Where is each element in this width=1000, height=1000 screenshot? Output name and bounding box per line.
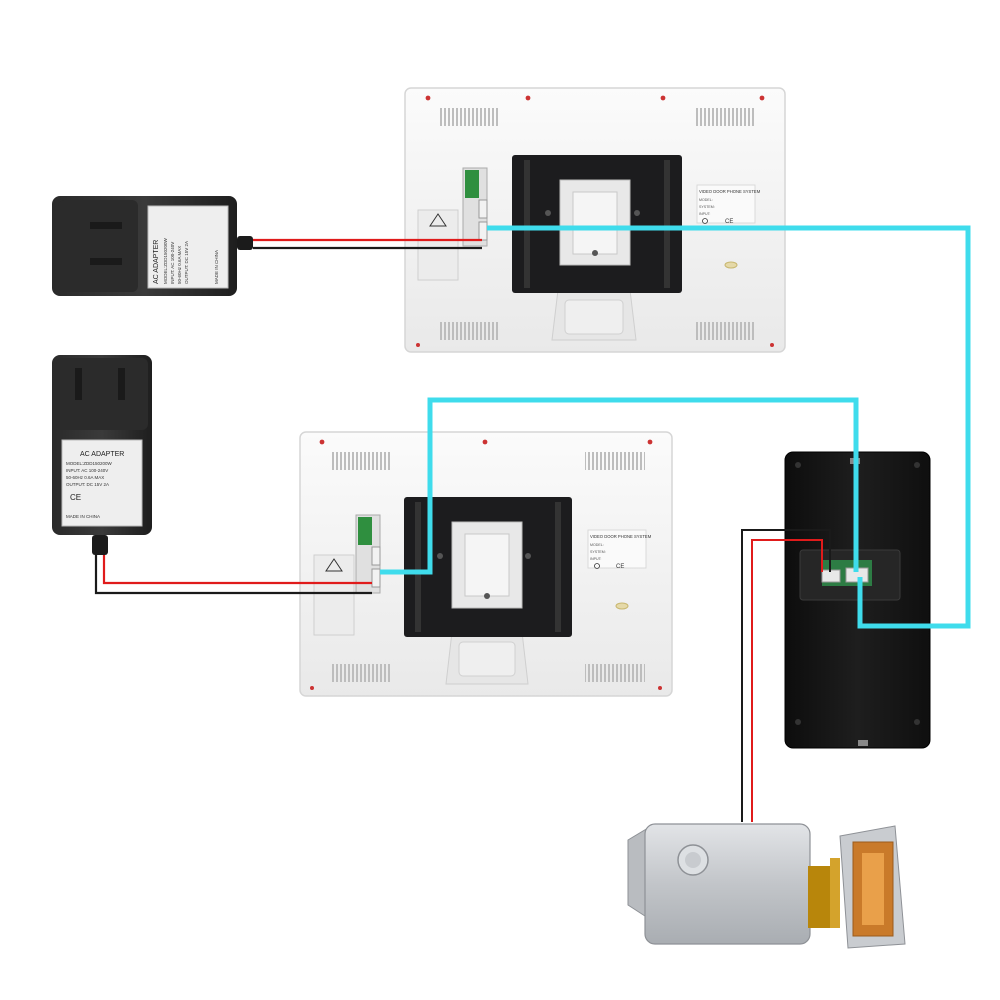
monitor-bottom: VIDEO DOOR PHONE SYSTEM MODEL: SYSTEM: I…	[299, 431, 673, 697]
warning-sticker	[313, 554, 355, 636]
monitor-label-system: SYSTEM:	[699, 205, 715, 209]
vent-grille	[440, 108, 500, 126]
plug-prong	[118, 368, 125, 400]
video-cable-top-monitor	[487, 225, 971, 629]
adapter-freq: 50-60Hz 0.6A MAX	[66, 475, 104, 480]
lock-wire-negative	[741, 529, 831, 822]
vent-grille	[695, 108, 755, 126]
recycle-icon	[594, 563, 600, 569]
monitor-label-title: VIDEO DOOR PHONE SYSTEM	[590, 534, 652, 539]
adapter-input: INPUT: AC 100-240V	[66, 468, 108, 473]
speaker-hole	[615, 602, 629, 610]
monitor-top: VIDEO DOOR PHONE SYSTEM MODEL: SYSTEM: I…	[404, 87, 786, 353]
plug-prong	[90, 222, 122, 229]
vent-grille	[585, 452, 645, 470]
video-cable-bottom-monitor	[380, 397, 859, 575]
lock-latch	[808, 866, 830, 928]
adapter-model: MODEL:ZDD150200W	[66, 461, 113, 466]
ce-mark: CE	[70, 493, 81, 502]
adapter-title: AC ADAPTER	[80, 451, 124, 458]
monitor-label-model: MODEL:	[590, 543, 604, 547]
plug-prong	[90, 258, 122, 265]
power-wire-positive	[102, 555, 372, 585]
ce-mark: CE	[616, 564, 624, 570]
adapter-model: MODEL:ZDD150200W	[163, 237, 168, 284]
vent-grille	[332, 452, 392, 470]
vent-grille	[695, 322, 755, 340]
ce-mark: CE	[725, 219, 733, 225]
lock-wire-positive	[751, 539, 823, 822]
adapter-made-in: MADE IN CHINA	[214, 250, 219, 284]
monitor-label-input: INPUT:	[699, 212, 711, 216]
warning-icon	[429, 213, 447, 227]
monitor-label-input: INPUT:	[590, 557, 602, 561]
adapter-output: OUTPUT: DC 15V 2A	[184, 241, 189, 284]
recycle-icon	[702, 218, 708, 224]
adapter-made-in: MADE IN CHINA	[66, 514, 100, 519]
vent-grille	[332, 664, 392, 682]
power-adapter-bottom: AC ADAPTER MODEL:ZDD150200W INPUT: AC 10…	[52, 355, 152, 555]
power-wire-negative	[94, 555, 372, 595]
cable-strain-relief	[92, 535, 108, 555]
plug-prong	[75, 368, 82, 400]
monitor-label-model: MODEL:	[699, 198, 713, 202]
warning-sticker	[417, 209, 459, 281]
speaker-hole	[724, 261, 738, 269]
adapter-output: OUTPUT: DC 15V 2A	[66, 482, 109, 487]
electric-lock	[627, 823, 906, 949]
monitor-label-system: SYSTEM:	[590, 550, 606, 554]
vent-grille	[585, 664, 645, 682]
monitor-label-title: VIDEO DOOR PHONE SYSTEM	[699, 189, 761, 194]
adapter-input: INPUT: AC 100-240V	[170, 242, 175, 284]
warning-icon	[325, 558, 343, 572]
cable-strain-relief	[237, 236, 253, 250]
adapter-title: AC ADAPTER	[153, 240, 160, 284]
adapter-freq: 50-60Hz 0.6A MAX	[177, 246, 182, 284]
vent-grille	[440, 322, 500, 340]
power-adapter-top: AC ADAPTER MODEL:ZDD150200W INPUT: AC 10…	[52, 196, 253, 296]
